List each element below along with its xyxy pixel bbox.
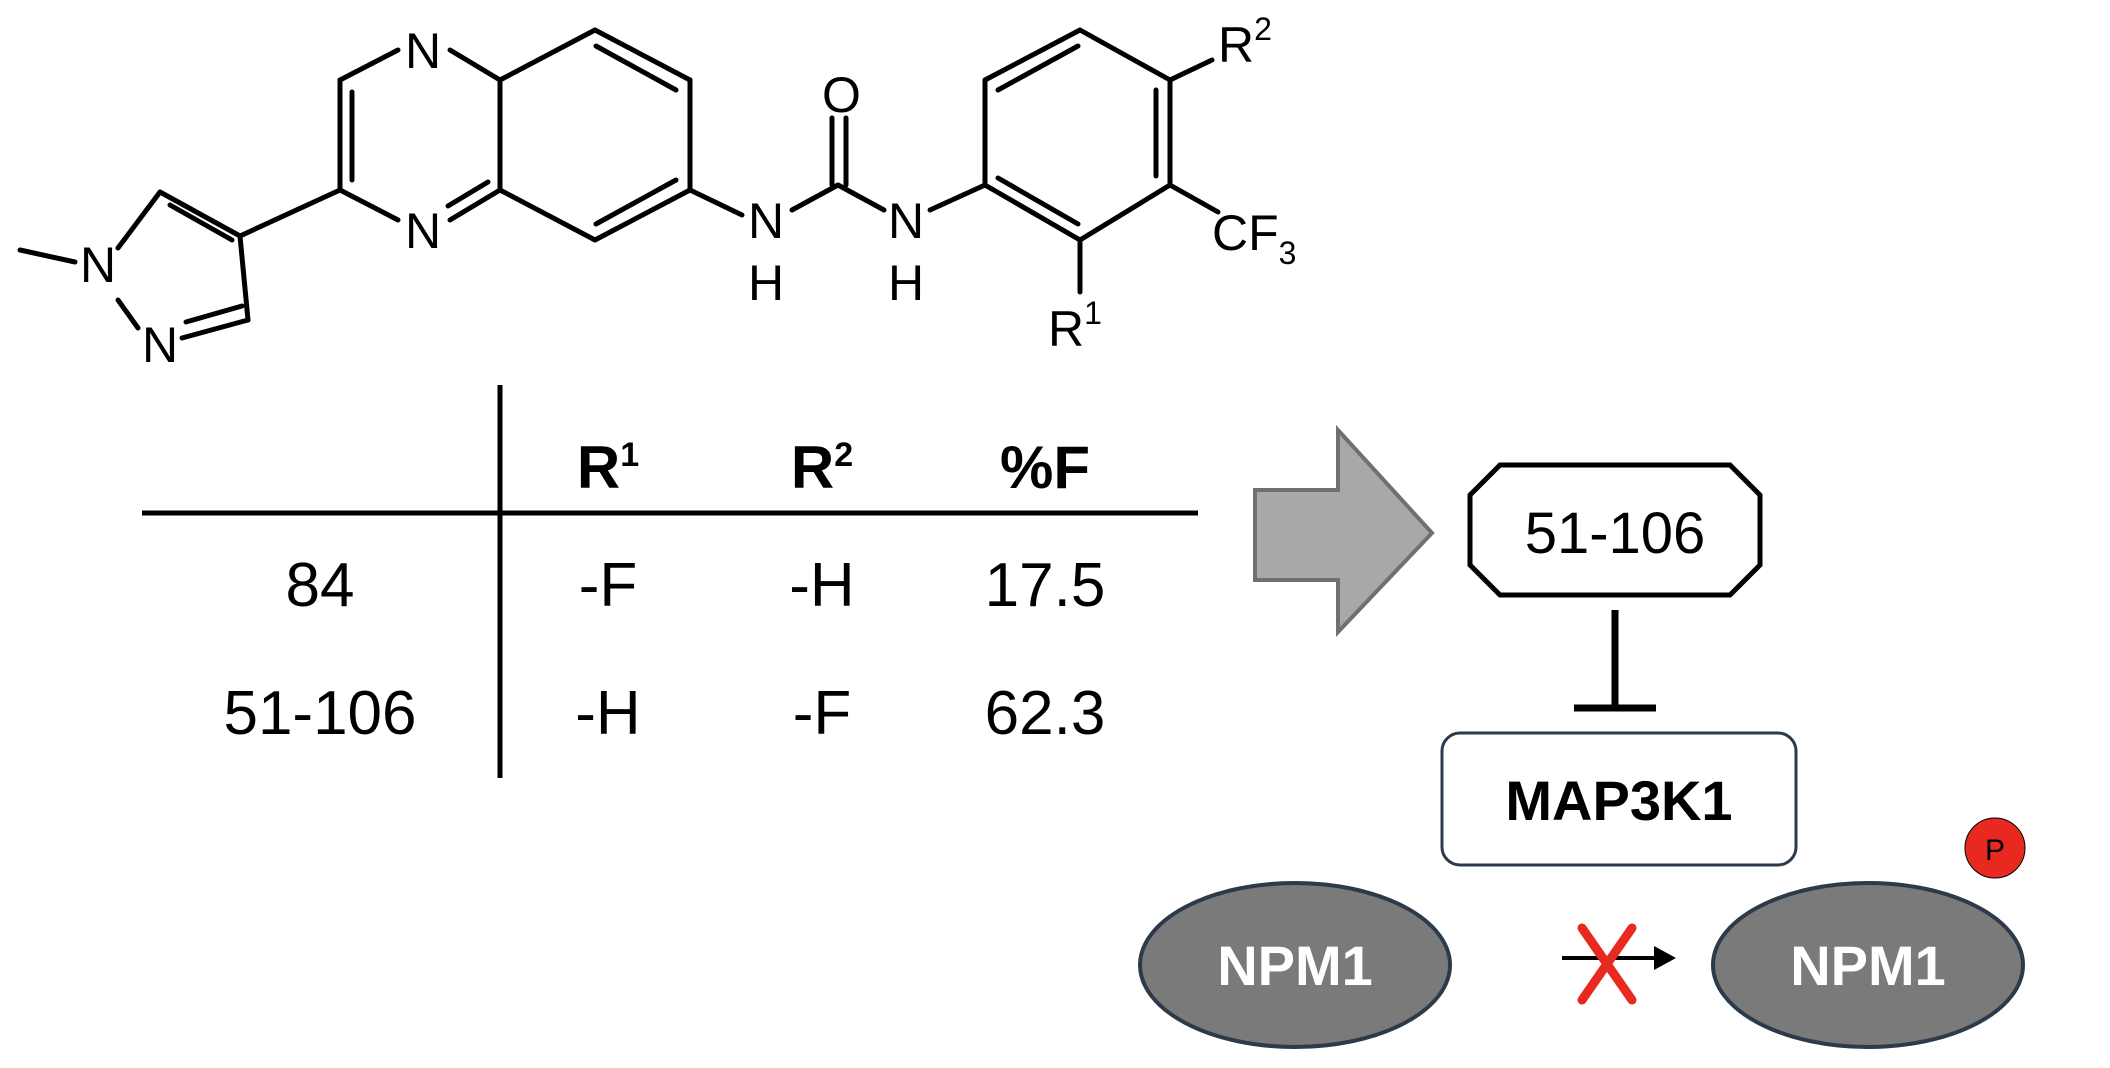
phosphate-label: P — [1985, 834, 2005, 867]
table-header-pct-f: %F — [1000, 434, 1090, 501]
table-cell-r1: -H — [575, 679, 640, 748]
product-label: NPM1 — [1790, 934, 1946, 997]
atom-n-quinoxaline-bottom: N — [405, 203, 441, 259]
atom-n-pyrazole-2: N — [142, 317, 178, 373]
kinase-box — [1440, 731, 1798, 867]
substrate-label: NPM1 — [1217, 934, 1373, 997]
atom-nh-left-h: H — [748, 255, 784, 311]
atom-nh-right-n: N — [888, 193, 924, 249]
table-cell-compound: 84 — [286, 551, 355, 620]
inhibitor-octagon — [1467, 462, 1763, 598]
table-cell-pct-f: 17.5 — [985, 551, 1106, 620]
kinase-label: MAP3K1 — [1505, 769, 1732, 832]
atom-nh-right-h: H — [888, 255, 924, 311]
table-header-r1: R1 — [577, 434, 639, 501]
chemical-structure: N N N N O N H N H R2 CF3 R1 — [17, 11, 1296, 373]
table-header-r2: R2 — [791, 434, 853, 501]
quinoxaline-bonds — [337, 27, 693, 243]
sar-table: R1 R2 %F 84 -F -H 17.5 51-106 -H -F 62.3 — [142, 385, 1198, 778]
atom-carbonyl-oxygen: O — [822, 67, 861, 123]
block-x-icon — [1577, 923, 1637, 1005]
table-cell-r1: -F — [579, 551, 638, 620]
phenyl-bonds — [982, 27, 1221, 295]
table-cell-r2: -H — [789, 551, 854, 620]
table-cell-r2: -F — [793, 679, 852, 748]
right-arrow-icon — [1253, 424, 1435, 638]
urea-bonds — [687, 115, 988, 218]
atom-r1: R1 — [1048, 295, 1102, 357]
inhibitor-label: 51-106 — [1525, 501, 1706, 566]
table-cell-pct-f: 62.3 — [985, 679, 1106, 748]
atom-n-pyrazole-1: N — [80, 237, 116, 293]
pathway-diagram: 51-106 MAP3K1 NPM1 NPM1 P — [1138, 462, 2026, 1049]
atom-n-quinoxaline-top: N — [405, 23, 441, 79]
substrate-ellipse — [1138, 881, 1452, 1049]
pyrazole-quinoxaline-bond — [237, 187, 343, 239]
product-ellipse — [1711, 881, 2025, 1049]
atom-nh-left-n: N — [748, 193, 784, 249]
pyrazole-ring-bonds — [17, 189, 251, 341]
table-row: 51-106 -H -F 62.3 — [223, 679, 1105, 748]
table-row: 84 -F -H 17.5 — [286, 551, 1106, 620]
phosphate-circle — [1964, 817, 2026, 879]
arrow-head-icon — [1654, 946, 1676, 970]
atom-r2: R2 — [1218, 11, 1272, 73]
table-cell-compound: 51-106 — [223, 679, 416, 748]
atom-cf3: CF3 — [1212, 205, 1296, 271]
